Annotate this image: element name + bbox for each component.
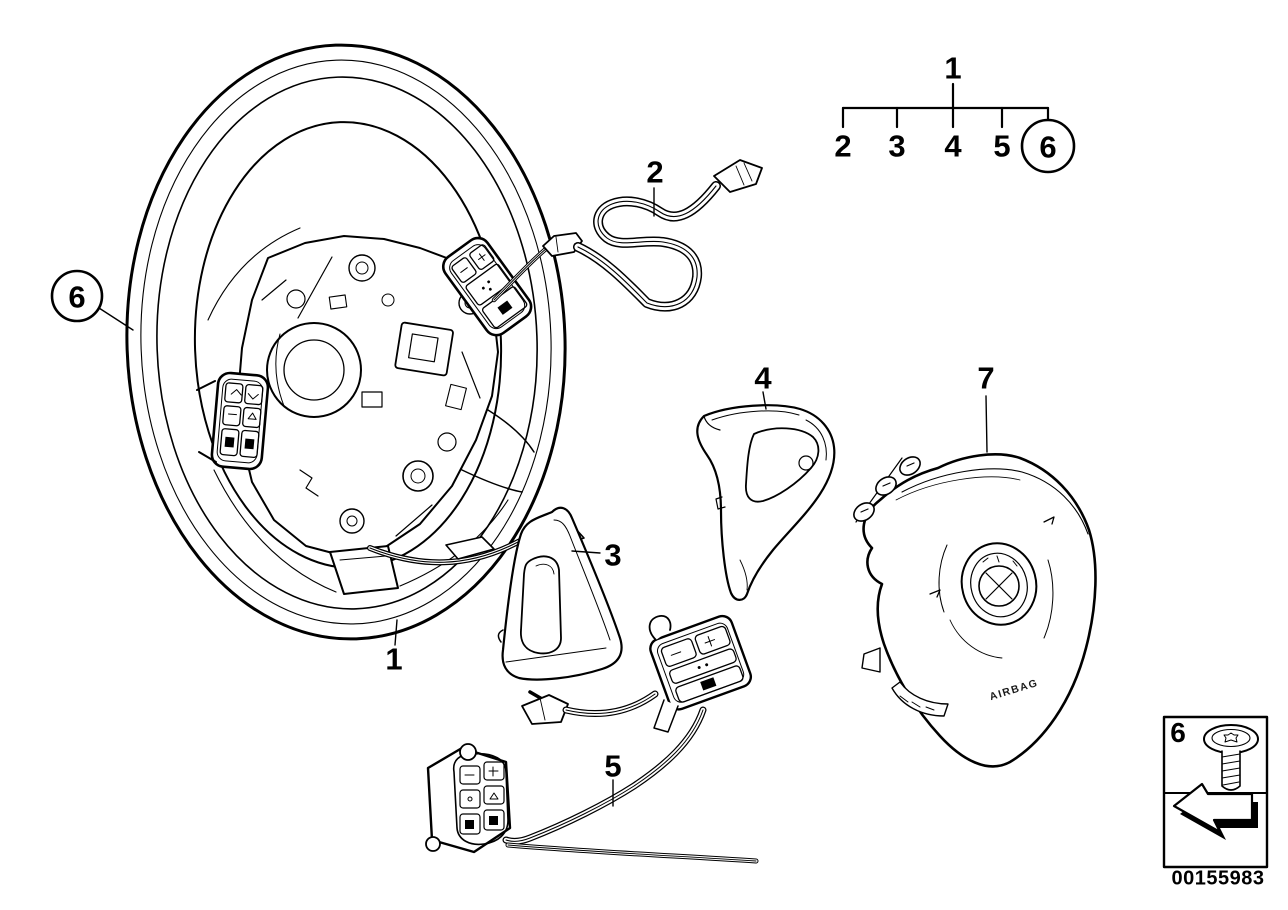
tree-child-4[interactable]: 4 bbox=[944, 128, 962, 164]
wheel-right-switch-cluster bbox=[441, 236, 533, 337]
tree-child-5[interactable]: 5 bbox=[993, 128, 1011, 164]
callout-4-right-trim[interactable]: 4 bbox=[754, 360, 772, 396]
airbag-module-drawing bbox=[853, 453, 1097, 768]
legend-item-number[interactable]: 6 bbox=[1170, 717, 1186, 748]
callout-3-left-trim[interactable]: 3 bbox=[604, 537, 622, 573]
installation-direction-arrow-icon bbox=[1172, 782, 1258, 840]
tree-child-3[interactable]: 3 bbox=[888, 128, 906, 164]
tree-root-label[interactable]: 1 bbox=[944, 50, 962, 86]
multifunction-switch-drawing bbox=[425, 614, 759, 864]
leader-3 bbox=[571, 550, 601, 554]
callout-leader-lines bbox=[98, 187, 988, 807]
tree-child-6-circled[interactable]: 6 bbox=[1039, 129, 1057, 165]
callout-2-cable[interactable]: 2 bbox=[646, 154, 664, 190]
right-spoke-trim-drawing bbox=[696, 404, 836, 601]
tree-circled-6-ring bbox=[1020, 118, 1076, 174]
callout-6-circled-left[interactable]: 6 bbox=[68, 279, 86, 315]
document-number: 00155983 bbox=[1171, 867, 1265, 890]
left-spoke-trim-drawing bbox=[497, 506, 623, 705]
callout-7-airbag[interactable]: 7 bbox=[977, 360, 995, 396]
torx-screw-icon bbox=[1203, 724, 1259, 791]
wheel-left-switch-cluster bbox=[210, 371, 270, 471]
leader-6 bbox=[98, 307, 134, 331]
tree-child-2[interactable]: 2 bbox=[834, 128, 852, 164]
leader-1 bbox=[394, 619, 398, 646]
hierarchy-tree-lines bbox=[841, 82, 1050, 129]
callout-1-steering-wheel[interactable]: 1 bbox=[385, 641, 403, 677]
leader-4 bbox=[762, 391, 767, 410]
legend-box bbox=[1162, 715, 1269, 869]
callout-5-switch[interactable]: 5 bbox=[604, 748, 622, 784]
steering-wheel-drawing bbox=[125, 43, 585, 641]
connecting-cable-drawing bbox=[542, 159, 763, 312]
leader-7 bbox=[985, 395, 988, 453]
circled-callout-6-ring bbox=[50, 269, 104, 323]
